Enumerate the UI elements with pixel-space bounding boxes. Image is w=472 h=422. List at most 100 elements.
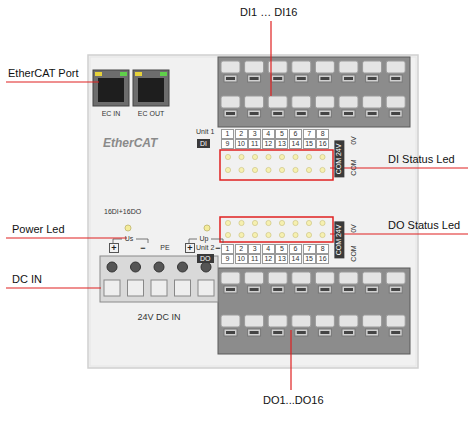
terminal-lever xyxy=(386,272,405,284)
dc-lever xyxy=(104,280,120,296)
channel-number: 1 xyxy=(221,129,234,139)
terminal-lever xyxy=(245,272,264,284)
terminal-slot xyxy=(342,286,355,293)
power-led xyxy=(125,225,131,231)
unit-label: Unit 2 xyxy=(196,244,214,252)
status-led xyxy=(306,154,311,159)
channel-number: 11 xyxy=(248,139,261,149)
dc-lever xyxy=(175,280,191,296)
terminal-hole xyxy=(250,331,259,334)
terminal-slot xyxy=(342,329,355,336)
terminal-lever xyxy=(221,272,240,284)
channel-number: 4 xyxy=(262,244,275,254)
channel-number: 13 xyxy=(275,254,288,264)
terminal-label: 0V xyxy=(349,224,358,233)
terminal-hole xyxy=(320,112,329,115)
terminal-slot xyxy=(248,75,261,82)
unit-tag: DO xyxy=(197,254,214,263)
model-label: 16DI+16DO xyxy=(104,208,141,216)
terminal-slot xyxy=(224,286,237,293)
terminal-slot xyxy=(248,329,261,336)
terminal-lever xyxy=(292,272,311,284)
terminal-slot xyxy=(318,75,331,82)
channel-number: 12 xyxy=(262,139,275,149)
terminal-slot xyxy=(248,286,261,293)
terminal-hole xyxy=(320,331,329,334)
terminal-hole xyxy=(368,77,377,80)
terminal-lever xyxy=(268,96,287,108)
power-led xyxy=(204,225,210,231)
terminal-lever xyxy=(268,272,287,284)
terminal-hole xyxy=(226,331,235,334)
unit-label: Unit 1 xyxy=(196,128,214,136)
status-led xyxy=(279,232,284,237)
terminal-hole xyxy=(273,331,282,334)
status-led xyxy=(293,232,298,237)
status-led xyxy=(252,232,257,237)
callout-label: DI1 … DI16 xyxy=(240,6,297,18)
terminal-slot xyxy=(224,329,237,336)
polarity-sign: + xyxy=(109,243,119,253)
terminal-hole xyxy=(368,331,377,334)
terminal-lever xyxy=(363,315,382,327)
terminal-lever xyxy=(315,272,334,284)
terminal-hole xyxy=(226,77,235,80)
terminal-hole xyxy=(297,331,306,334)
status-led xyxy=(225,220,230,225)
channel-number: 5 xyxy=(275,244,288,254)
dc-hole xyxy=(131,262,141,272)
dc-hole xyxy=(154,262,164,272)
channel-number: 6 xyxy=(289,129,302,139)
dc-hole xyxy=(107,262,117,272)
status-led xyxy=(225,154,230,159)
status-led xyxy=(252,167,257,172)
terminal-lever xyxy=(245,96,264,108)
housing xyxy=(88,55,418,368)
dc-hole xyxy=(178,262,188,272)
di-terminal-block xyxy=(218,57,410,127)
unit-tag: DI xyxy=(197,139,210,148)
dc-lever xyxy=(151,280,167,296)
do-led-highlight xyxy=(220,217,333,242)
terminal-slot xyxy=(295,75,308,82)
status-led xyxy=(239,154,244,159)
terminal-lever xyxy=(363,61,382,73)
terminal-slot xyxy=(224,110,237,117)
callout-label: DI Status Led xyxy=(388,153,455,165)
terminal-slot xyxy=(342,110,355,117)
terminal-hole xyxy=(226,288,235,291)
terminal-slot xyxy=(295,110,308,117)
dc-lever xyxy=(198,280,214,296)
channel-number: 3 xyxy=(248,244,261,254)
terminal-lever xyxy=(386,315,405,327)
status-led xyxy=(252,154,257,159)
terminal-hole xyxy=(226,112,235,115)
ethernet-ports xyxy=(93,70,169,106)
terminal-slot xyxy=(366,286,379,293)
status-led xyxy=(239,220,244,225)
terminal-lever xyxy=(339,315,358,327)
terminal-hole xyxy=(320,288,329,291)
status-led xyxy=(293,167,298,172)
channel-number: 7 xyxy=(303,129,316,139)
terminal-slot xyxy=(271,286,284,293)
status-led xyxy=(225,167,230,172)
status-led xyxy=(306,167,311,172)
pe-label: PE xyxy=(160,244,169,252)
terminal-hole xyxy=(273,288,282,291)
terminal-lever xyxy=(363,96,382,108)
callout-label: DO1...DO16 xyxy=(263,394,324,406)
polarity-sign: − xyxy=(215,244,220,253)
port-label: EC OUT xyxy=(138,110,164,118)
terminal-slot xyxy=(342,75,355,82)
channel-number: 16 xyxy=(316,139,329,149)
status-led xyxy=(266,232,271,237)
channel-number: 8 xyxy=(316,244,329,254)
channel-number: 5 xyxy=(275,129,288,139)
terminal-slot xyxy=(389,110,402,117)
terminal-slot xyxy=(271,110,284,117)
terminal-lever xyxy=(292,96,311,108)
status-led xyxy=(266,220,271,225)
terminal-hole xyxy=(273,112,282,115)
channel-number: 15 xyxy=(303,254,316,264)
